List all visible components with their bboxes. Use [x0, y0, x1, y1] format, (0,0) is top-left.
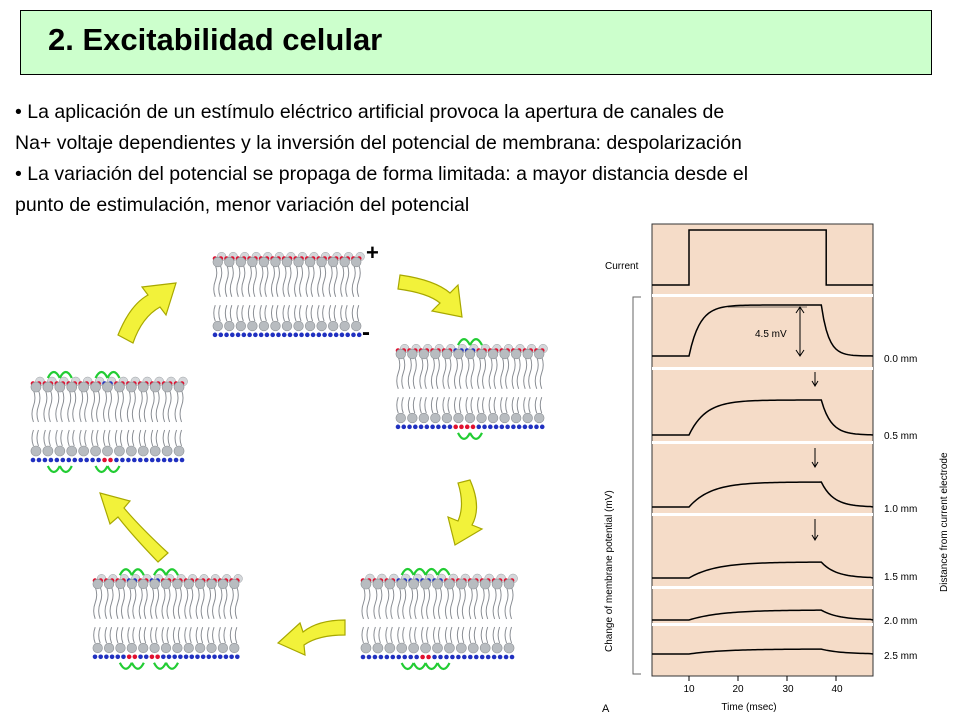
plus-sign: +	[366, 240, 379, 265]
title-box: 2. Excitabilidad celular	[20, 10, 932, 75]
y-axis-label: Change of membrane potential (mV)	[604, 490, 615, 652]
distance-label-3: 1.5 mm	[884, 572, 917, 583]
minus-sign: -	[362, 319, 370, 346]
graph-panel	[651, 223, 874, 677]
arrow-right-down	[447, 479, 484, 546]
x-axis-label: Time (msec)	[721, 702, 776, 713]
arrow-top-left	[117, 282, 177, 344]
trace-0	[652, 304, 874, 357]
page-title: 2. Excitabilidad celular	[48, 22, 383, 57]
trace-4	[652, 609, 874, 621]
bullet-1-line-1: • La aplicación de un estímulo eléctrico…	[15, 101, 725, 123]
trace-2	[652, 481, 874, 508]
bullet-list: • La aplicación de un estímulo eléctrico…	[15, 97, 945, 221]
bullet-2-line-1: • La variación del potencial se propaga …	[15, 163, 749, 185]
distance-label-1: 0.5 mm	[884, 431, 917, 442]
arrow-top-right	[397, 274, 463, 318]
electrotonic-graph: Current Change of membrane potential (mV…	[595, 222, 955, 718]
membrane-depolarized	[30, 370, 188, 474]
membrane-spread-left	[92, 568, 243, 670]
x-tick-20: 20	[732, 684, 744, 695]
panel-letter: A	[602, 703, 610, 715]
trace-5	[652, 648, 874, 655]
distance-label-4: 2.0 mm	[884, 616, 917, 627]
distance-label-2: 1.0 mm	[884, 504, 917, 515]
x-tick-40: 40	[831, 684, 843, 695]
membrane-spread-right	[360, 567, 518, 671]
arrow-bottom-left	[276, 619, 346, 656]
current-label: Current	[605, 261, 639, 272]
membrane-resting	[212, 251, 365, 338]
membrane-stimulated	[395, 338, 548, 440]
trace-1	[652, 399, 874, 436]
x-tick-10: 10	[683, 684, 695, 695]
trace-3	[652, 561, 874, 579]
membrane-cycle-diagram: + -	[30, 240, 548, 671]
distance-label-5: 2.5 mm	[884, 651, 917, 662]
arrow-left-up	[99, 492, 169, 563]
distance-label-0: 0.0 mm	[884, 354, 917, 365]
x-tick-30: 30	[782, 684, 794, 695]
current-pulse	[652, 229, 873, 286]
bullet-1-line-2: Na+ voltaje dependientes y la inversión …	[15, 132, 742, 154]
scale-label: 4.5 mV	[755, 329, 787, 340]
right-axis-label: Distance from current electrode	[939, 452, 950, 592]
bullet-2-line-2: punto de estimulación, menor variación d…	[15, 194, 470, 216]
